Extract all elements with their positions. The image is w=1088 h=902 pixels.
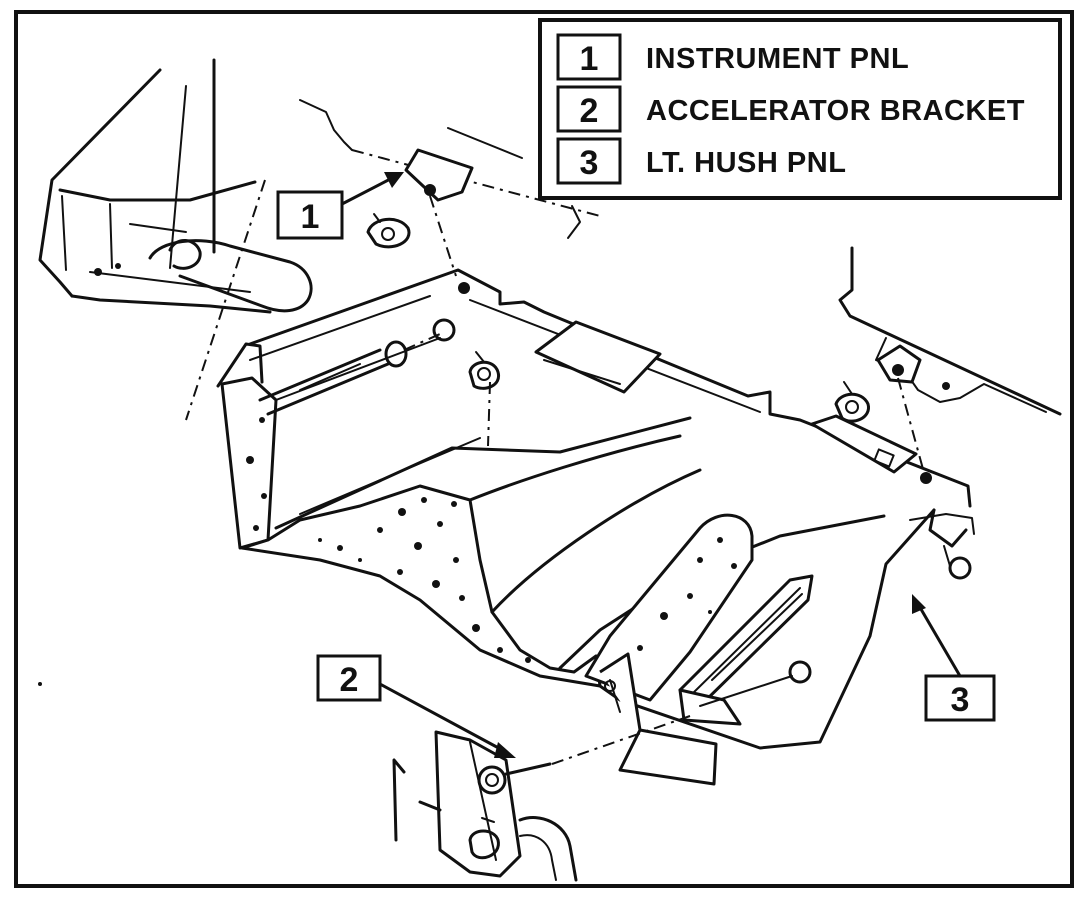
legend-number: 1	[580, 40, 599, 78]
left-screw	[258, 340, 408, 416]
legend-number-box	[556, 33, 622, 81]
callout-arrowhead	[384, 172, 404, 188]
callout-number: 1	[301, 198, 320, 236]
callout-3: 3	[912, 594, 996, 722]
callout-leader	[916, 602, 962, 678]
legend-number: 3	[580, 144, 599, 182]
callout-leader	[378, 682, 508, 754]
callout-leader	[340, 174, 398, 206]
legend-label: INSTRUMENT PNL	[646, 43, 909, 75]
legend-item-2: 2 ACCELERATOR BRACKET	[556, 85, 1025, 133]
callout-number: 2	[340, 661, 359, 699]
instrument-panel-outline	[299, 99, 601, 277]
callout-box	[316, 654, 382, 702]
callout-number: 3	[951, 681, 970, 719]
legend-label: ACCELERATOR BRACKET	[646, 95, 1025, 127]
callout-arrowhead	[494, 742, 516, 758]
legend: 1 INSTRUMENT PNL 2 ACCELERATOR BRACKET 3…	[538, 18, 1062, 200]
legend-number: 2	[580, 92, 599, 130]
callout-box	[924, 674, 996, 722]
legend-label: LT. HUSH PNL	[646, 147, 846, 179]
outer-frame	[14, 10, 1074, 888]
legend-number-box	[556, 85, 622, 133]
channel-foam-texture	[637, 537, 737, 651]
callout-box	[276, 190, 344, 240]
legend-box	[538, 18, 1062, 200]
legend-number-box	[556, 137, 622, 185]
accelerator-bracket	[392, 715, 691, 882]
callout-2: 2	[316, 654, 516, 758]
foam-texture	[246, 417, 531, 663]
steering-column-structure	[38, 58, 313, 421]
right-panel-structure	[834, 246, 1062, 481]
hush-panel-body	[216, 268, 975, 786]
legend-item-3: 3 LT. HUSH PNL	[556, 137, 846, 185]
legend-item-1: 1 INSTRUMENT PNL	[556, 33, 909, 81]
callout-arrowhead	[912, 594, 926, 614]
callout-1: 1	[276, 172, 404, 240]
